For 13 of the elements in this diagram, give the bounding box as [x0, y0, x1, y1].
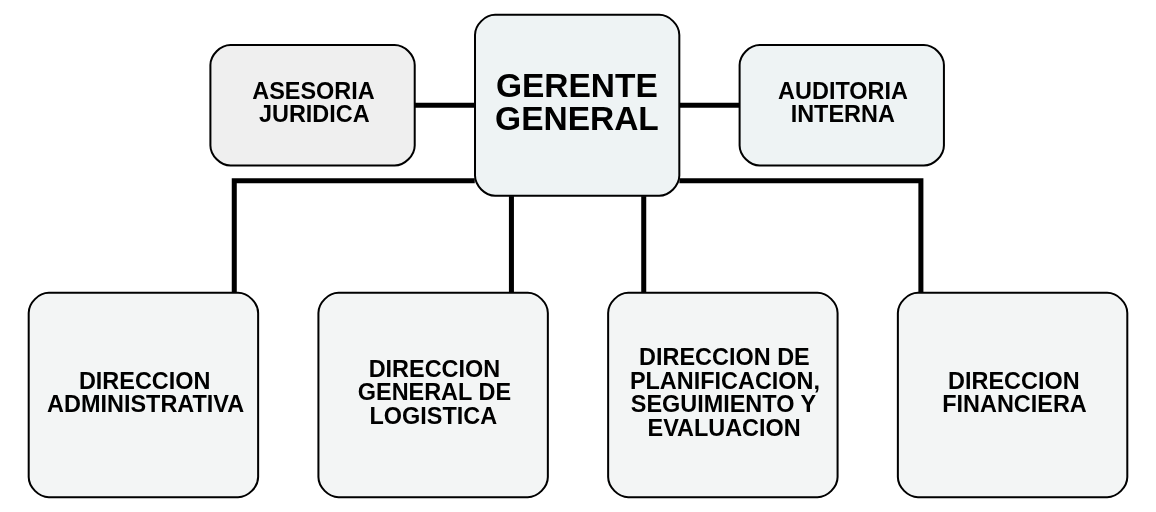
node-box: DIRECCION GENERAL DE LOGISTICA: [317, 291, 549, 499]
connector: [679, 102, 740, 108]
node-box: GERENTE GENERAL: [474, 13, 681, 197]
node-box: AUDITORIA INTERNA: [738, 44, 945, 167]
node-box: DIRECCION DE PLANIFICACION, SEGUIMIENTO Y EVALUACION: [607, 291, 839, 499]
node-box: DIRECCION FINANCIERA: [896, 291, 1129, 499]
connector: [231, 178, 475, 293]
connector: [414, 102, 475, 108]
connector: [641, 196, 647, 293]
node-box: ASESORIA JURIDICA: [209, 44, 416, 167]
connector: [508, 196, 514, 293]
node-box: DIRECCION ADMINISTRATIVA: [27, 291, 260, 499]
connector: [679, 178, 924, 293]
